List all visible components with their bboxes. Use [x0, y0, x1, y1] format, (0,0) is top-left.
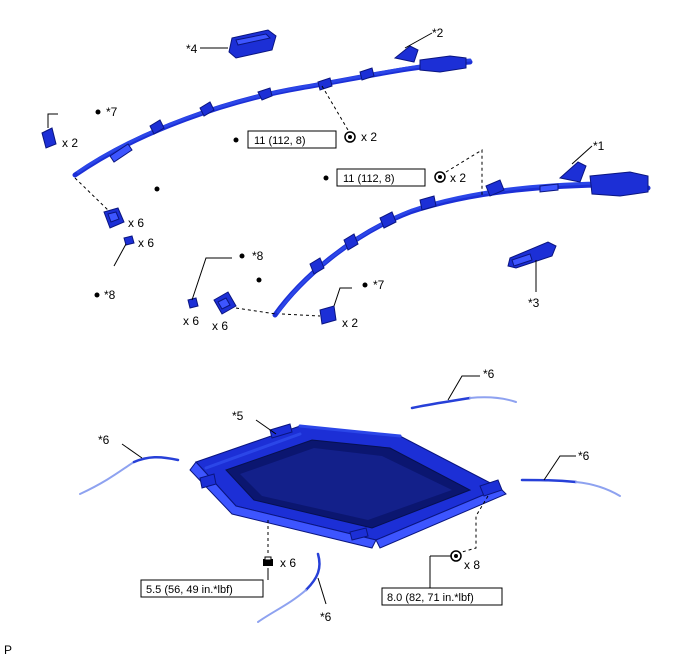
bolt-mid-icon: [434, 171, 446, 183]
label-part-4: *4: [186, 42, 198, 56]
label-part-3: *3: [528, 296, 540, 310]
label-part-7-left: *7: [106, 105, 118, 119]
qty-bolt-mid: x 2: [450, 171, 466, 185]
label-part-6-bottom: *6: [320, 610, 332, 624]
label-part-8-mid: *8: [252, 249, 264, 263]
bolt-right-icon: [450, 550, 462, 562]
part-7-clip-left: [41, 127, 57, 149]
clip-block-left: [103, 207, 125, 229]
label-part-5: *5: [232, 409, 244, 423]
part-6-hose-bottom: [257, 552, 321, 623]
part-2-rail: [72, 45, 473, 178]
label-part-8-left: *8: [104, 288, 116, 302]
leader-8-left: [113, 243, 127, 267]
torque-top: 11 (112, 8): [254, 135, 306, 147]
qty-frame-left: x 6: [280, 556, 296, 570]
label-part-6-top: *6: [483, 367, 495, 381]
small-clip-mid: [187, 297, 199, 309]
dash-bolt-top: [321, 85, 349, 131]
leader-2: [404, 32, 433, 49]
qty-clip6-mid: x 6: [183, 314, 199, 328]
qty-bolt-top: x 2: [361, 130, 377, 144]
figure-code: P: [4, 643, 12, 657]
part-4-bracket: [228, 29, 277, 59]
part-6-hose-right: [520, 478, 621, 497]
leader-6-top: [447, 375, 480, 401]
dot-8-left: [94, 292, 100, 298]
label-part-2: *2: [432, 26, 444, 40]
dot-clip-left: [154, 186, 160, 192]
dot-torque-top: [233, 137, 239, 143]
torque-mid: 11 (112, 8): [343, 173, 395, 185]
part-7-clip-right: [319, 305, 337, 325]
leader-6-bottom: [317, 577, 327, 605]
label-part-6-right: *6: [578, 449, 590, 463]
dash-bolt-mid: [445, 149, 483, 196]
part-6-hose-left: [79, 456, 180, 495]
qty-clip-right: x 2: [342, 316, 358, 330]
part-5-sunroof-frame: [189, 423, 507, 549]
dash-clip-mid: [235, 307, 277, 315]
part-6-hose-top: [410, 396, 517, 410]
torque-bottom-left: 5.5 (56, 49 in.*lbf): [146, 584, 233, 596]
qty-frame-right: x 8: [464, 558, 480, 572]
torque-box-mid: [336, 168, 426, 187]
bolt-top-icon: [344, 131, 356, 143]
torque-box-bottom-left: [140, 579, 264, 598]
dot-7-left: [95, 109, 101, 115]
dash-clip-left: [74, 177, 111, 213]
label-part-6-left: *6: [98, 433, 110, 447]
label-part-7-right: *7: [373, 278, 385, 292]
qty-clip-left: x 2: [62, 136, 78, 150]
leader-6-left: [121, 443, 143, 459]
nut-left-icon: [263, 556, 273, 566]
dash-clip-right: [281, 313, 321, 317]
qty-clip6-mid2: x 6: [212, 319, 228, 333]
small-clip-left: [123, 235, 135, 246]
leader-5: [255, 419, 277, 435]
torque-box-bottom-right: [381, 587, 503, 606]
leader-6-right: [543, 455, 576, 481]
dot-torque-mid: [323, 175, 329, 181]
qty-clip6-left: x 6: [128, 216, 144, 230]
dot-clip-mid: [256, 277, 262, 283]
leader-7-left: [47, 113, 58, 128]
part-1-rail: [272, 161, 651, 318]
dot-7-right: [362, 282, 368, 288]
dot-8-mid: [239, 253, 245, 259]
part-3-bracket: [507, 241, 557, 269]
torque-bottom-right: 8.0 (82, 71 in.*lbf): [387, 592, 474, 604]
leader-1: [571, 145, 593, 165]
clip-block-mid: [213, 291, 237, 315]
leader-7-right: [333, 287, 352, 307]
qty-clip6-left2: x 6: [138, 236, 154, 250]
leader-8-mid: [191, 257, 232, 301]
dash-frame-right: [461, 495, 489, 553]
label-part-1: *1: [593, 139, 605, 153]
torque-box-top: [247, 130, 337, 149]
